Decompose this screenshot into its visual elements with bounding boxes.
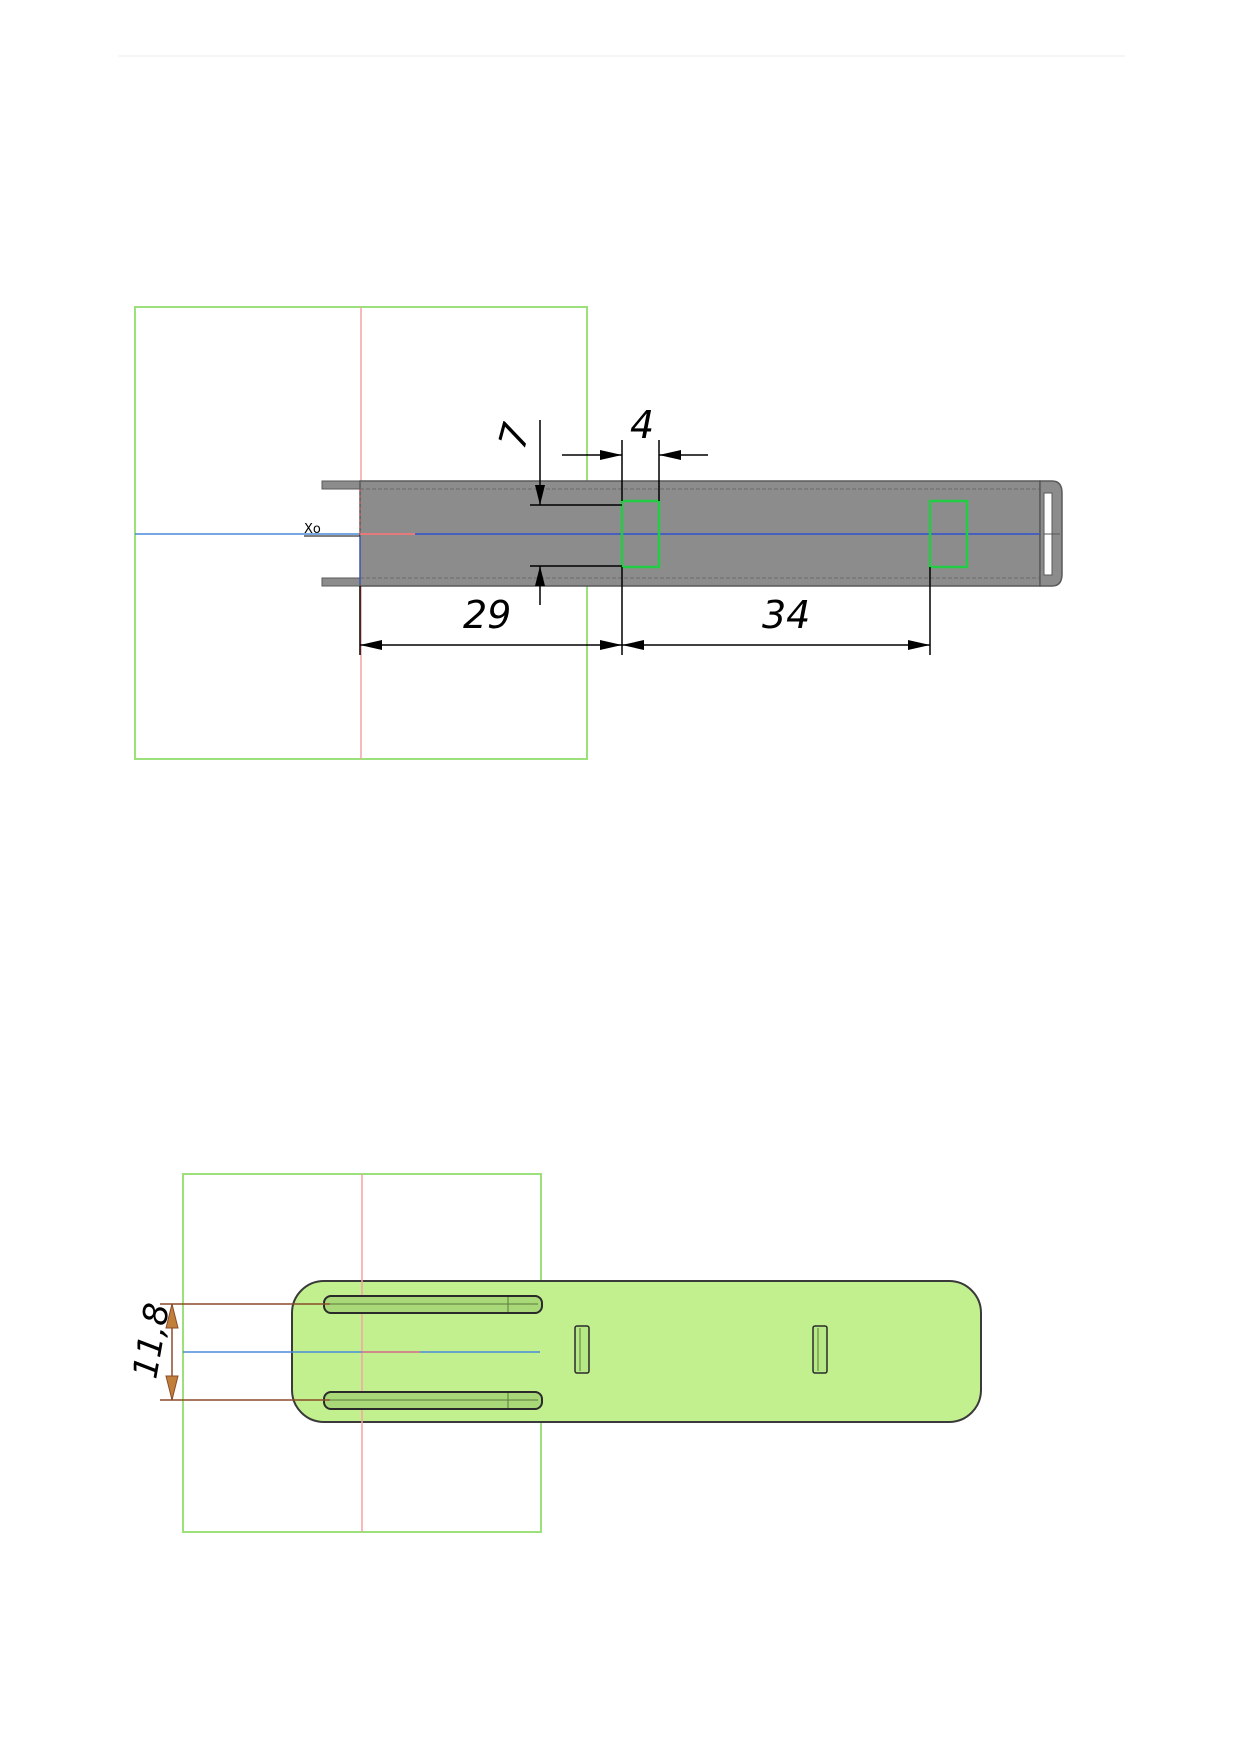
small-slot-1	[574, 1325, 590, 1374]
small-slot-2	[812, 1325, 828, 1374]
axis-label-xo: Xo	[304, 522, 321, 537]
dim-label-slot-width: 4	[630, 403, 654, 447]
slot-outline-2	[928, 499, 969, 569]
slot-outline-1	[620, 499, 661, 569]
dim-label-rail-gap: 11,8	[125, 1300, 178, 1381]
top-down-view: 11,8	[125, 1173, 982, 1533]
dimension-spacing-34: 34	[622, 567, 931, 655]
dim-label-spacing: 34	[762, 593, 810, 637]
bottom-lip	[321, 577, 363, 587]
dim-label-offset: 29	[463, 593, 511, 637]
dimension-slot-width-4: 4	[562, 403, 708, 501]
dimension-offset-29: 29	[359, 567, 623, 655]
dim-label-height: 7	[490, 419, 539, 454]
top-lip	[321, 480, 363, 490]
side-view: Xo 7 4 29	[134, 306, 1063, 760]
